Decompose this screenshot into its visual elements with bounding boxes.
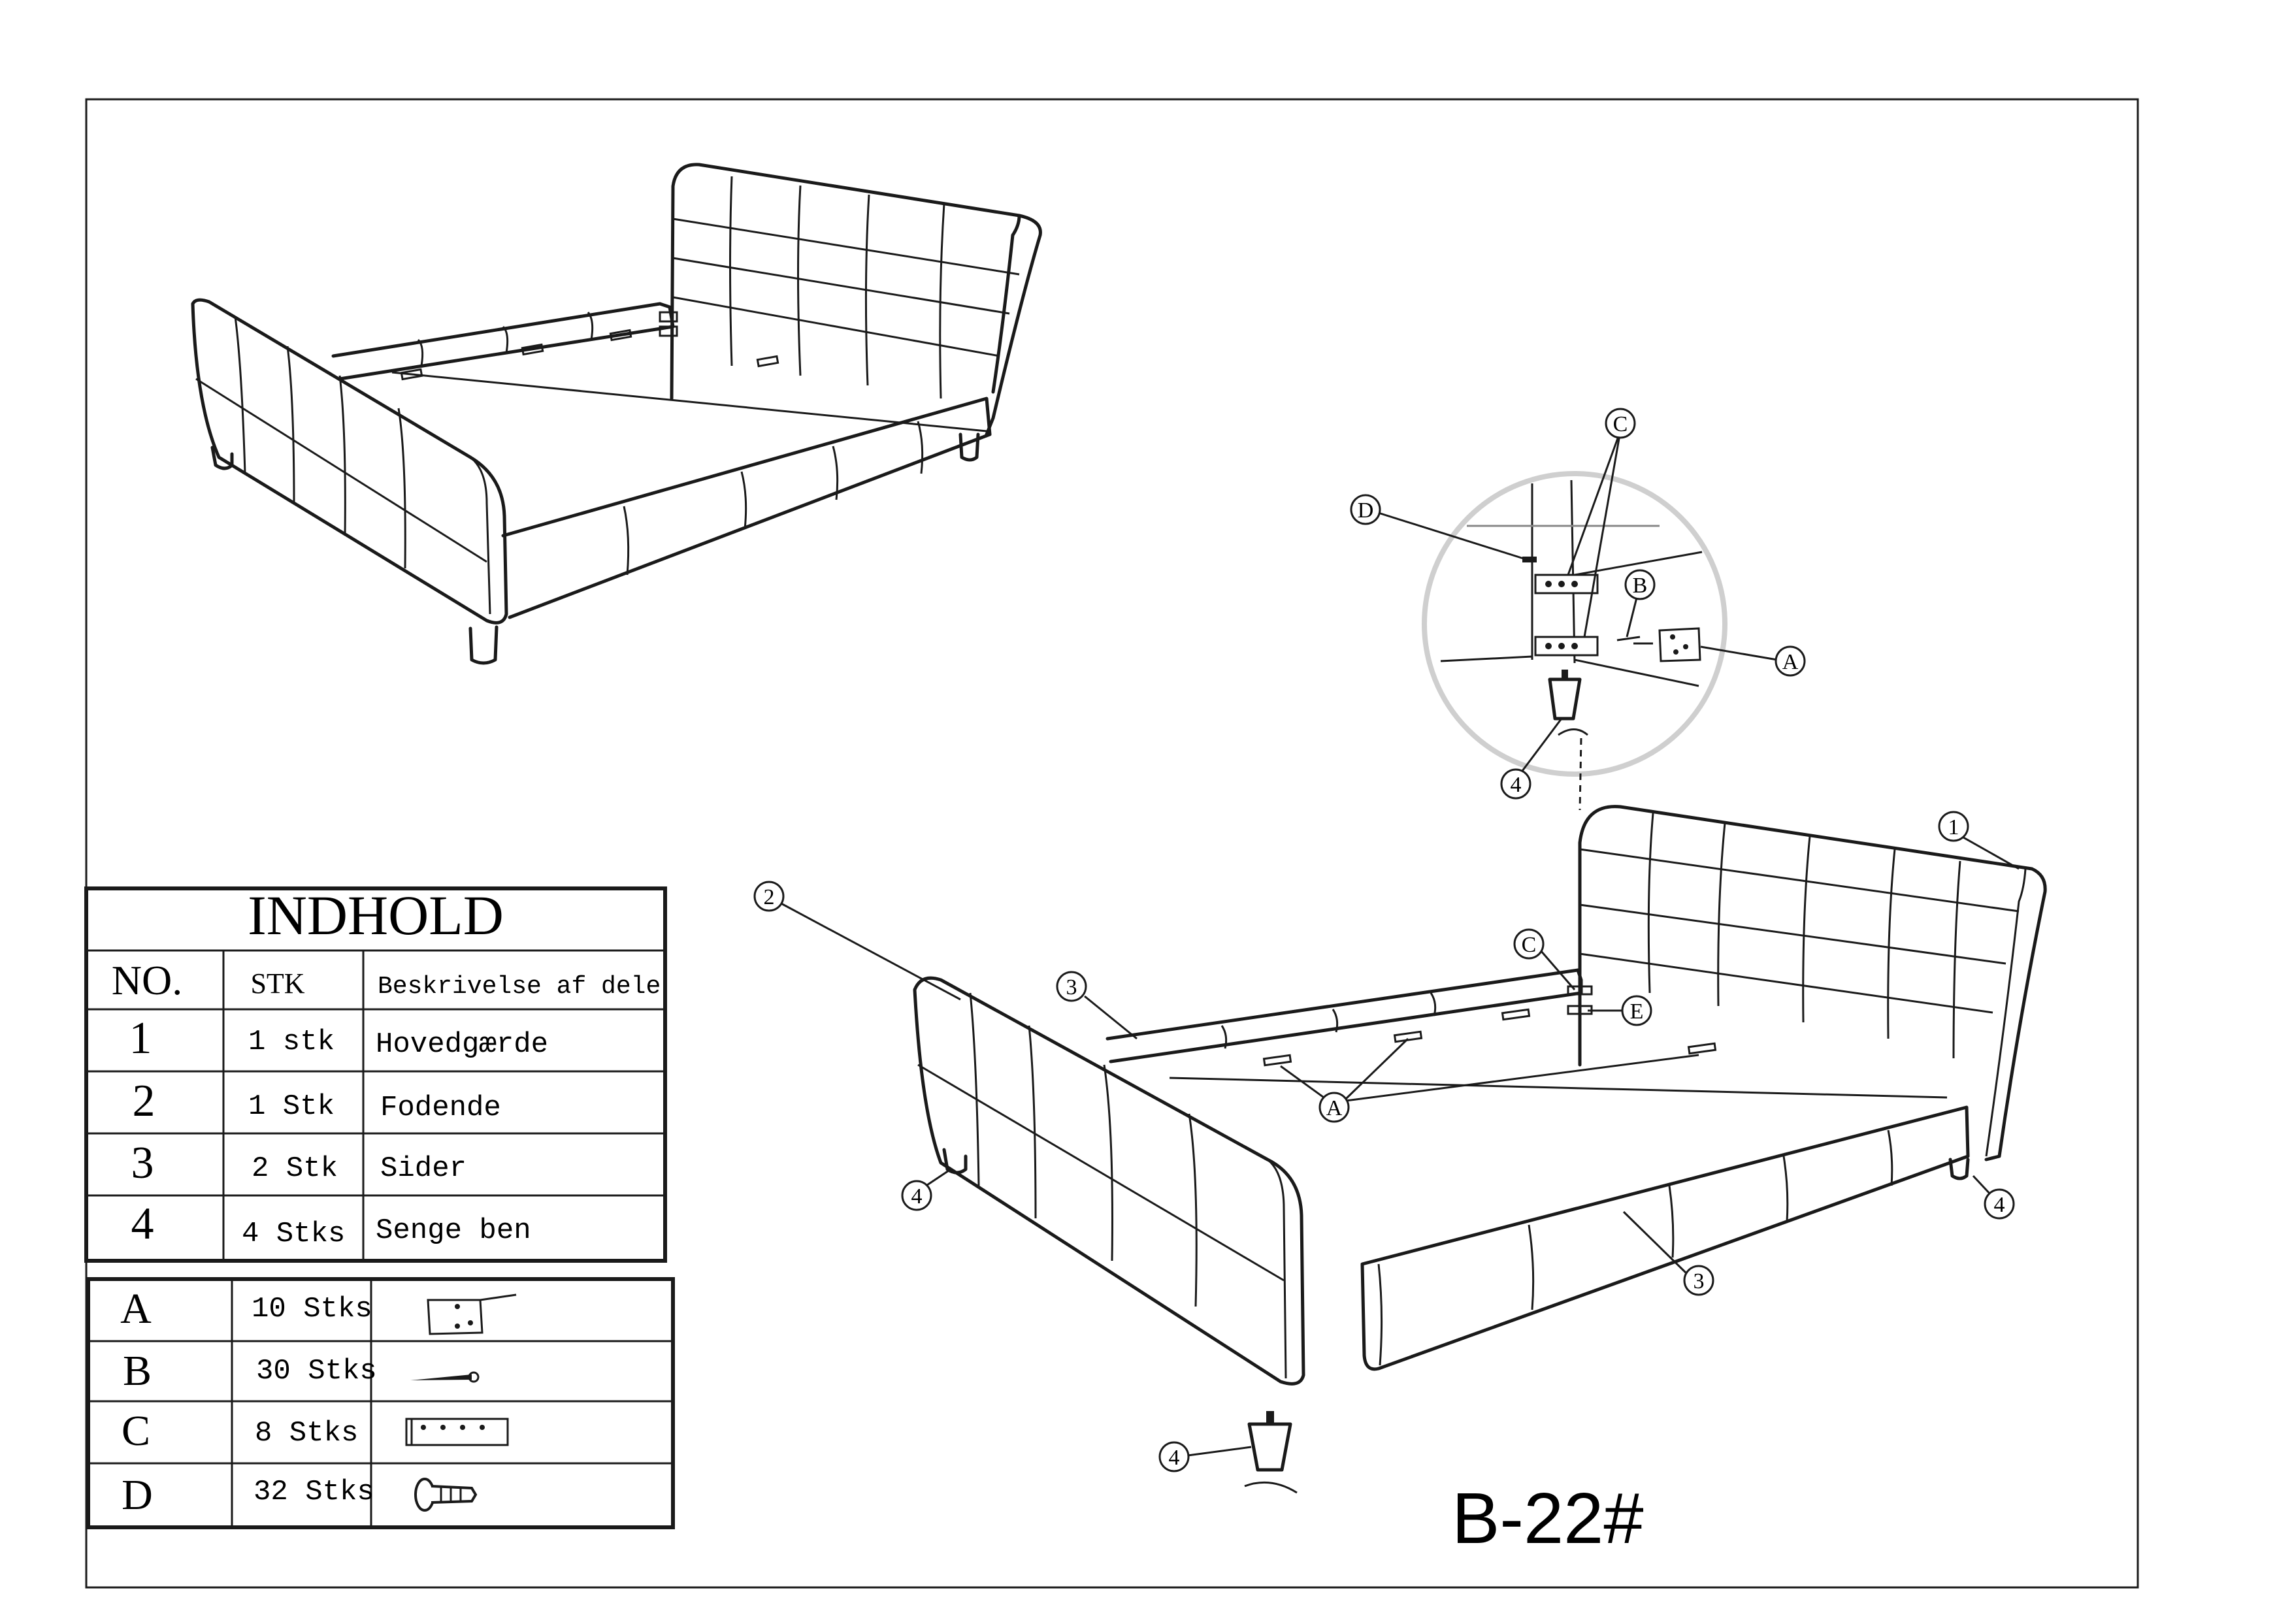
callout-d: D	[1358, 498, 1374, 523]
callout-2: 2	[764, 885, 775, 909]
hw-row-c-id: C	[122, 1407, 150, 1455]
bracket-plate-icon	[427, 1293, 517, 1335]
callouts: C D B A 4 1 2 3 C E	[753, 408, 2020, 1472]
detail-zoom	[1422, 471, 1727, 811]
callout-4-right: 4	[1994, 1193, 2005, 1217]
callout-b: B	[1633, 574, 1648, 598]
row-3-desc: Sider	[380, 1152, 467, 1185]
callout-a-main: A	[1326, 1096, 1343, 1120]
row-3-no: 3	[131, 1138, 154, 1188]
connector-plate-icon	[405, 1418, 509, 1446]
hw-row-a-qty: 10 Stks	[252, 1293, 372, 1325]
row-2-desc: Fodende	[380, 1092, 501, 1124]
callout-3-far: 3	[1066, 975, 1077, 999]
callout-4-detail: 4	[1511, 773, 1522, 797]
callout-e: E	[1630, 999, 1644, 1024]
hw-row-c-qty: 8 Stks	[255, 1417, 358, 1450]
screw-icon	[410, 1371, 480, 1383]
parts-table-title: INDHOLD	[248, 884, 504, 947]
callout-1: 1	[1948, 815, 1959, 839]
callout-c-mid: C	[1522, 933, 1537, 957]
bolt-icon	[414, 1478, 478, 1512]
model-code: B-22#	[1452, 1478, 1644, 1559]
parts-table: INDHOLD NO. STK Beskrivelse af dele 1 1 …	[84, 884, 667, 1263]
col-header-qty: STK	[250, 967, 304, 999]
row-1-desc: Hovedgærde	[376, 1028, 548, 1061]
assembled-bed-illustration	[191, 163, 1042, 665]
hw-row-a-id: A	[120, 1285, 152, 1333]
callout-4-bottom: 4	[1169, 1446, 1180, 1470]
row-2-qty: 1 Stk	[248, 1090, 335, 1123]
row-3-qty: 2 Stk	[252, 1152, 338, 1185]
row-4-qty: 4 Stks	[242, 1218, 345, 1250]
row-4-desc: Senge ben	[376, 1214, 531, 1247]
hw-row-d-id: D	[122, 1471, 153, 1519]
col-header-desc: Beskrivelse af dele	[378, 973, 661, 1001]
callout-a-detail: A	[1782, 650, 1799, 674]
page-frame	[85, 98, 2139, 1589]
hw-row-d-qty: 32 Stks	[254, 1476, 374, 1508]
hw-row-b-qty: 30 Stks	[256, 1355, 377, 1388]
row-1-qty: 1 stk	[248, 1026, 335, 1058]
callout-c-top: C	[1613, 412, 1628, 436]
hardware-table: A 10 Stks B 30 Stks C 8 Stks D 32 Stks	[86, 1277, 675, 1529]
row-2-no: 2	[133, 1076, 156, 1126]
row-4-no: 4	[131, 1199, 154, 1249]
exploded-bed-illustration	[913, 805, 2047, 1494]
col-header-no: NO.	[112, 957, 182, 1003]
row-1-no: 1	[129, 1013, 152, 1064]
callout-3-near: 3	[1694, 1269, 1705, 1293]
hw-row-b-id: B	[123, 1347, 152, 1395]
callout-4-left: 4	[911, 1184, 923, 1209]
